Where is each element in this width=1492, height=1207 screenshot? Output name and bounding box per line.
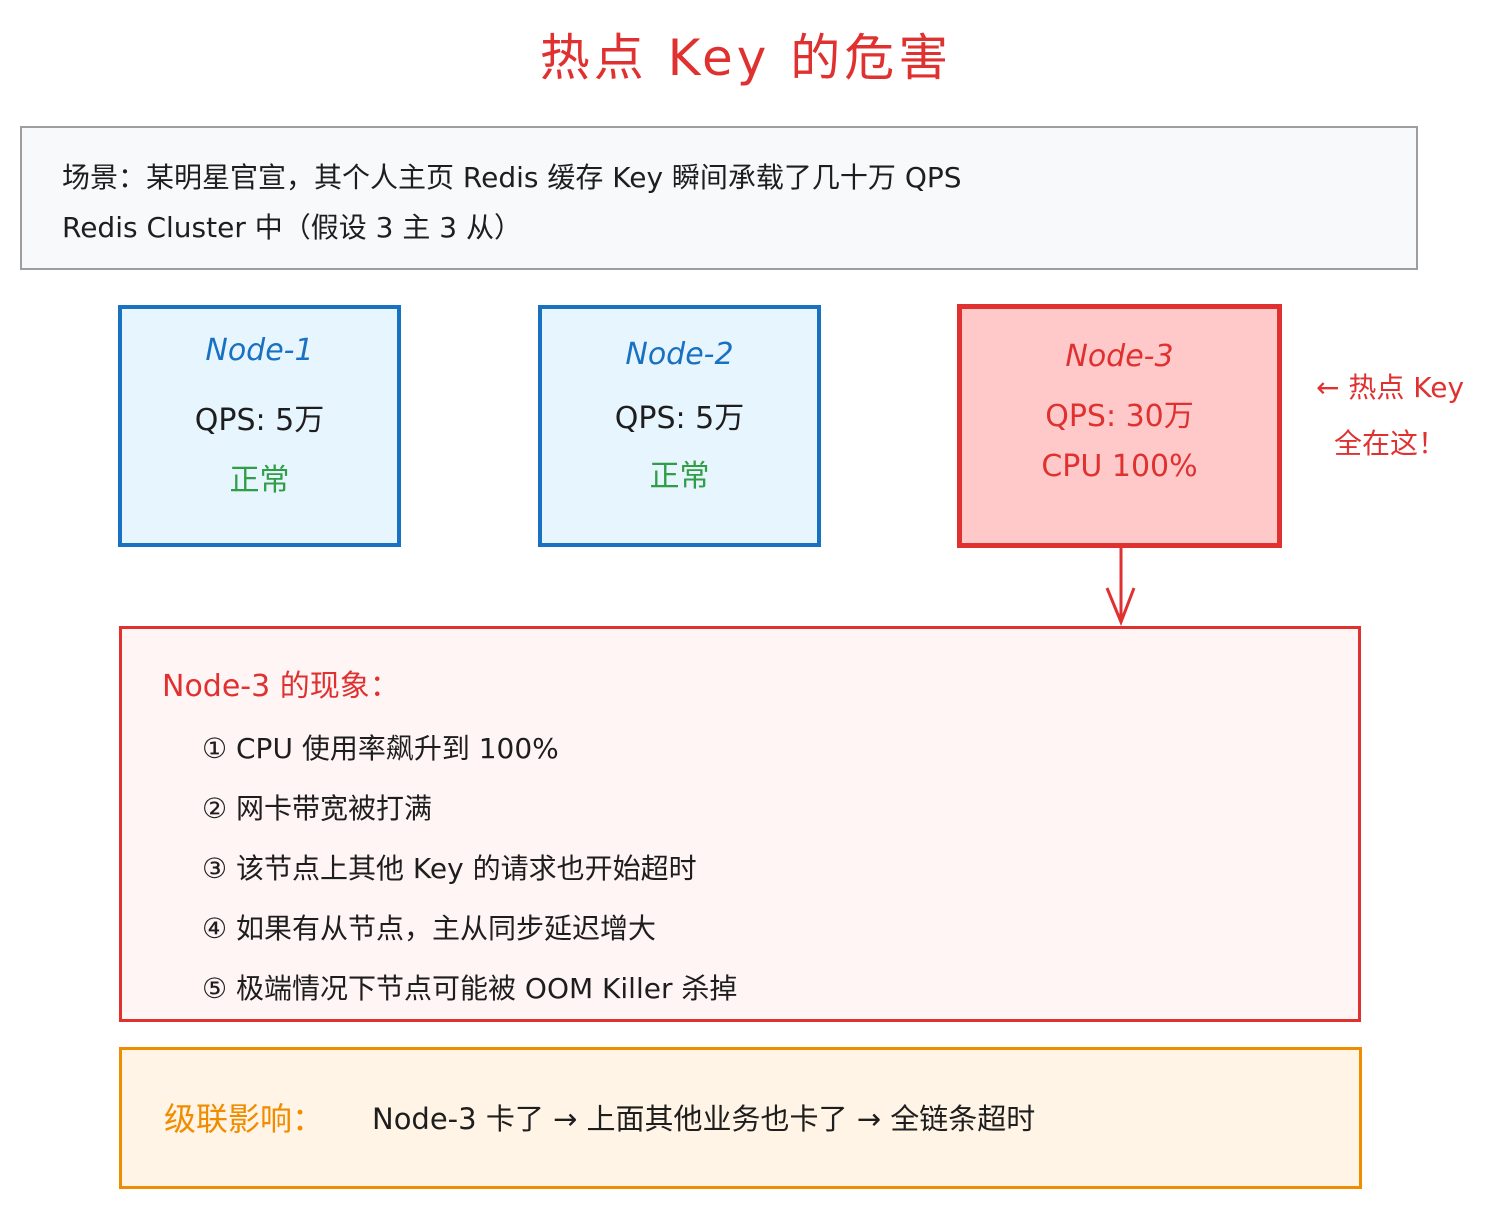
phenomena-item: ③ 该节点上其他 Key 的请求也开始超时 [202,852,697,885]
node-name: Node-2 [625,337,734,372]
node-name: Node-3 [1065,339,1174,374]
hot-key-annotation-1: ← 热点 Key [1315,371,1465,404]
node-cpu: CPU 100% [1041,449,1198,484]
node-2-box: Node-2 QPS: 5万 正常 [538,305,821,547]
scenario-box: 场景：某明星官宣，其个人主页 Redis 缓存 Key 瞬间承载了几十万 QPS… [20,126,1418,270]
node-name: Node-1 [205,333,314,368]
phenomena-item: ④ 如果有从节点，主从同步延迟增大 [202,912,657,945]
cascade-impact-box: 级联影响： Node-3 卡了 → 上面其他业务也卡了 → 全链条超时 [119,1047,1362,1189]
node-status: 正常 [649,459,710,494]
hot-key-annotation-2: 全在这！ [1333,427,1446,460]
phenomena-item: ⑤ 极端情况下节点可能被 OOM Killer 杀掉 [202,972,738,1005]
phenomena-heading: Node-3 的现象： [162,669,400,704]
node-status: 正常 [229,463,290,498]
cascade-text: Node-3 卡了 → 上面其他业务也卡了 → 全链条超时 [372,1102,1036,1136]
phenomena-item: ① CPU 使用率飙升到 100% [202,732,559,765]
down-arrow-icon [1105,546,1136,627]
scenario-line-2: Redis Cluster 中（假设 3 主 3 从） [62,211,522,244]
node-qps: QPS: 5万 [194,403,325,438]
node-3-box: Node-3 QPS: 30万 CPU 100% [957,304,1282,548]
node-qps: QPS: 5万 [614,401,745,436]
phenomena-item: ② 网卡带宽被打满 [202,792,433,825]
cascade-label: 级联影响： [164,1100,325,1138]
node-1-box: Node-1 QPS: 5万 正常 [118,305,401,547]
node-3-phenomena-box: Node-3 的现象： ① CPU 使用率飙升到 100% ② 网卡带宽被打满 … [119,626,1361,1022]
scenario-line-1: 场景：某明星官宣，其个人主页 Redis 缓存 Key 瞬间承载了几十万 QPS [62,161,962,194]
diagram-title: 热点 Key 的危害 [539,29,953,87]
node-qps: QPS: 30万 [1045,399,1194,434]
